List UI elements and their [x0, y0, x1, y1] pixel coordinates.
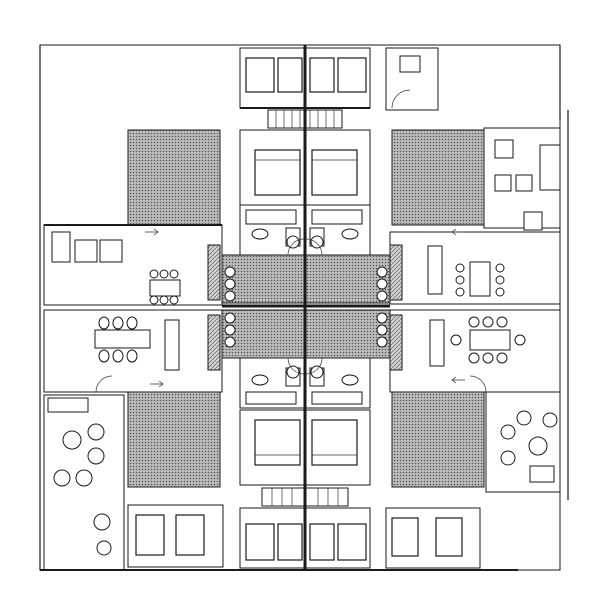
bed-icon [254, 419, 301, 466]
bed-icon [277, 57, 303, 93]
central-hall [221, 45, 391, 570]
bed-icon [135, 514, 165, 556]
bed-icon [311, 149, 358, 196]
living-unit-bottom-right [389, 309, 561, 493]
living-unit-top-right [389, 127, 561, 305]
outer-boundary [39, 44, 569, 571]
table-icon [469, 329, 511, 351]
top-bedroom-block [239, 47, 439, 256]
bed-icon [309, 523, 335, 561]
bathtub-icon [245, 391, 363, 405]
courtyards [127, 129, 485, 488]
courtyard-bottom-left [127, 391, 221, 488]
courtyard-bottom-right [391, 391, 485, 488]
bed-icon [391, 517, 419, 557]
arrow-icon [145, 228, 465, 388]
stair-icon [267, 109, 343, 129]
stair-icon [261, 487, 349, 507]
bed-icon [254, 149, 301, 196]
table-icon [469, 261, 491, 297]
bed-icon [337, 523, 367, 561]
table-icon [94, 329, 151, 349]
living-unit-top-left [43, 224, 223, 306]
sink-icon [341, 374, 359, 386]
bathtub-icon [245, 209, 363, 225]
armchair-icon [51, 231, 71, 263]
courtyard-top-left [127, 129, 221, 226]
table-icon [149, 279, 181, 297]
chair-icon [98, 316, 138, 363]
toilet-icon [285, 227, 325, 249]
bed-icon [175, 514, 205, 556]
bed-icon [311, 419, 358, 466]
bed-icon [277, 523, 303, 561]
sink-icon [251, 228, 269, 240]
armchair-icon [53, 423, 112, 556]
appliance-circles-left [224, 266, 236, 348]
bed-icon [435, 517, 463, 557]
bed-icon [309, 57, 335, 93]
bed-icon [245, 523, 275, 561]
courtyard-top-right [391, 129, 485, 226]
armchair-icon [99, 239, 123, 263]
appliance-circles-right [376, 266, 388, 348]
kitchen-counters [224, 266, 388, 348]
door-swing-icon [95, 238, 487, 393]
bed-icon [245, 57, 275, 93]
bottom-bedroom-block [127, 357, 481, 569]
bed-icon [337, 57, 367, 93]
living-unit-bottom-left [43, 309, 223, 571]
armchair-icon [494, 139, 561, 231]
armchair-icon [500, 410, 558, 483]
sink-icon [251, 374, 269, 386]
chair-icon [450, 316, 526, 364]
sink-icon [341, 228, 359, 240]
chair-icon [455, 263, 505, 297]
chair-icon [149, 269, 179, 305]
armchair-icon [74, 239, 98, 263]
